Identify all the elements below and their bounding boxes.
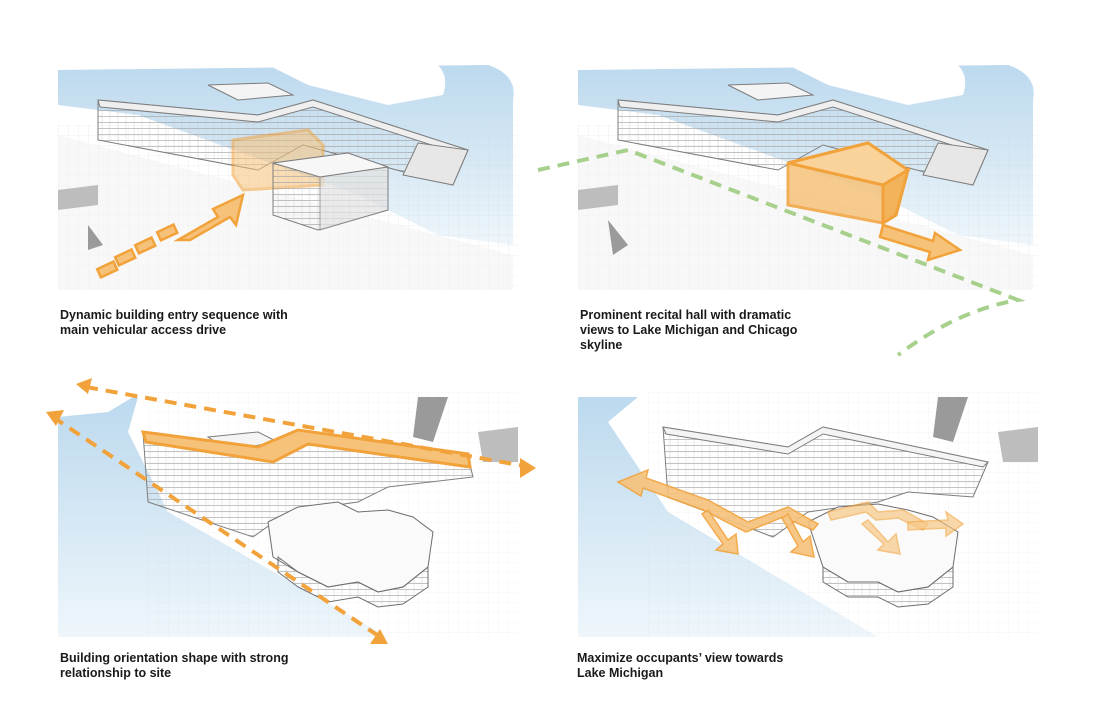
courtyard-wing bbox=[267, 501, 434, 608]
caption-building-orientation: Building orientation shape with strong r… bbox=[60, 651, 300, 681]
orientation-arrowheads bbox=[46, 378, 536, 644]
caption-line: Prominent recital hall with dramatic bbox=[580, 308, 792, 322]
caption-line: skyline bbox=[580, 338, 623, 352]
caption-line: main vehicular access drive bbox=[60, 323, 227, 337]
diagram-recital-hall bbox=[537, 45, 1038, 357]
vehicular-access-arrow bbox=[95, 192, 245, 279]
caption-line: Dynamic building entry sequence with bbox=[60, 308, 288, 322]
orientation-arrows bbox=[51, 385, 531, 639]
diagram-occupant-views bbox=[578, 392, 1038, 637]
recital-hall-highlight bbox=[786, 141, 911, 226]
caption-recital-hall: Prominent recital hall with dramatic vie… bbox=[580, 308, 820, 353]
caption-line: views to Lake Michigan and Chicago bbox=[580, 323, 798, 337]
view-arrows bbox=[616, 468, 965, 558]
long-wing-highlight bbox=[140, 428, 472, 469]
caption-occupant-views: Maximize occupants’ view towards Lake Mi… bbox=[577, 651, 817, 681]
recital-hall-illustration bbox=[537, 55, 1038, 357]
site-boundary bbox=[537, 147, 1026, 357]
diagram-building-orientation bbox=[46, 378, 536, 644]
caption-line: Lake Michigan bbox=[577, 666, 664, 680]
building-orientation-illustration bbox=[46, 378, 536, 644]
hall-box bbox=[272, 152, 389, 231]
caption-entry-sequence: Dynamic building entry sequence with mai… bbox=[60, 308, 300, 338]
caption-line: Building orientation shape with strong bbox=[60, 651, 289, 665]
occupant-views-illustration bbox=[578, 392, 1038, 637]
lake-water bbox=[58, 397, 388, 637]
diagram-entry-sequence bbox=[58, 45, 518, 290]
caption-line: relationship to site bbox=[60, 666, 172, 680]
caption-line: Maximize occupants’ view towards bbox=[577, 651, 784, 665]
view-arrow bbox=[878, 223, 963, 262]
entry-sequence-illustration bbox=[58, 55, 518, 290]
